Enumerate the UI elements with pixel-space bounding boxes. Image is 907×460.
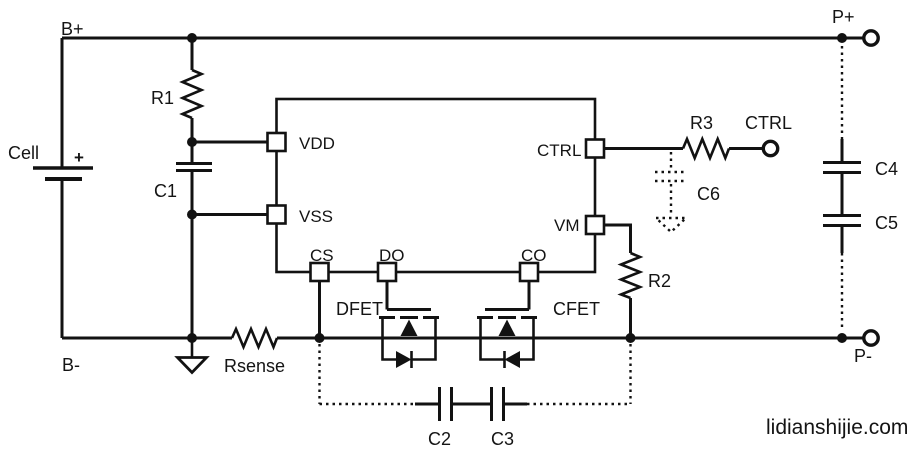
resistor-r3-symbol <box>681 135 731 162</box>
ground-symbol <box>174 356 210 375</box>
terminal-circle-ctrl <box>761 139 780 158</box>
label-c1: C1 <box>154 181 177 201</box>
label-c4: C4 <box>875 159 898 179</box>
dfet-arrow-icon <box>400 319 418 336</box>
label-rsense: Rsense <box>224 356 285 376</box>
label-p-minus: P- <box>854 346 872 366</box>
ic-pin-square-vdd <box>266 131 287 153</box>
dfet-body-diode-loop <box>381 338 437 361</box>
junction-dot <box>187 137 197 147</box>
junction-dot <box>314 333 325 343</box>
label-c2: C2 <box>428 429 451 449</box>
label-cell: Cell <box>8 143 39 163</box>
cfet-arrow-icon <box>498 319 516 336</box>
ic-pin-label-ctrl: CTRL <box>537 141 581 160</box>
label-c6: C6 <box>697 184 720 204</box>
wire-vm <box>604 223 632 253</box>
label-ctrl-terminal: CTRL <box>745 113 792 133</box>
label-b-minus: B- <box>62 355 80 375</box>
ic-pin-square-cs <box>309 261 330 283</box>
ic-body <box>275 97 597 274</box>
ic-pin-square-co <box>518 261 540 283</box>
resistor-r2-symbol <box>617 251 644 300</box>
ic-pin-label-co: CO <box>521 246 547 265</box>
terminal-circle-p-minus <box>862 329 880 347</box>
label-cfet: CFET <box>553 299 600 319</box>
ic-pin-square-vm <box>584 214 606 236</box>
ic-pin-label-cs: CS <box>310 246 334 265</box>
label-r2: R2 <box>648 271 671 291</box>
ic-pin-label-do: DO <box>379 246 405 265</box>
ic-pin-label-vdd: VDD <box>299 134 335 153</box>
junction-dot <box>837 333 847 343</box>
ic-pin-square-ctrl <box>584 138 606 159</box>
junction-dot <box>625 333 636 343</box>
junction-dot <box>187 333 197 343</box>
watermark-text: lidianshijie.com <box>766 416 907 439</box>
cfet-body-diode-loop <box>479 338 535 361</box>
label-dfet: DFET <box>336 299 383 319</box>
label-cell-plus: + <box>74 148 84 167</box>
cfet-body-diode-icon <box>504 351 520 368</box>
label-r1: R1 <box>151 88 174 108</box>
resistor-rsense-symbol <box>230 325 279 351</box>
c6-arrow-icon <box>652 216 690 234</box>
junction-dot <box>187 209 197 220</box>
ic-pin-square-do <box>376 261 398 283</box>
label-c3: C3 <box>491 429 514 449</box>
ic-pin-square-vss <box>266 204 287 225</box>
terminal-circle-p-plus <box>862 29 880 47</box>
junction-dot <box>187 33 197 43</box>
resistor-r1-symbol <box>179 68 205 120</box>
ic-pin-label-vss: VSS <box>299 207 333 226</box>
dfet-body-diode-icon <box>396 351 412 368</box>
label-c5: C5 <box>875 213 898 233</box>
ic-pin-label-vm: VM <box>554 216 580 235</box>
junction-dot <box>837 33 847 43</box>
label-r3: R3 <box>690 113 713 133</box>
label-p-plus: P+ <box>832 7 855 27</box>
label-b-plus: B+ <box>61 19 84 39</box>
